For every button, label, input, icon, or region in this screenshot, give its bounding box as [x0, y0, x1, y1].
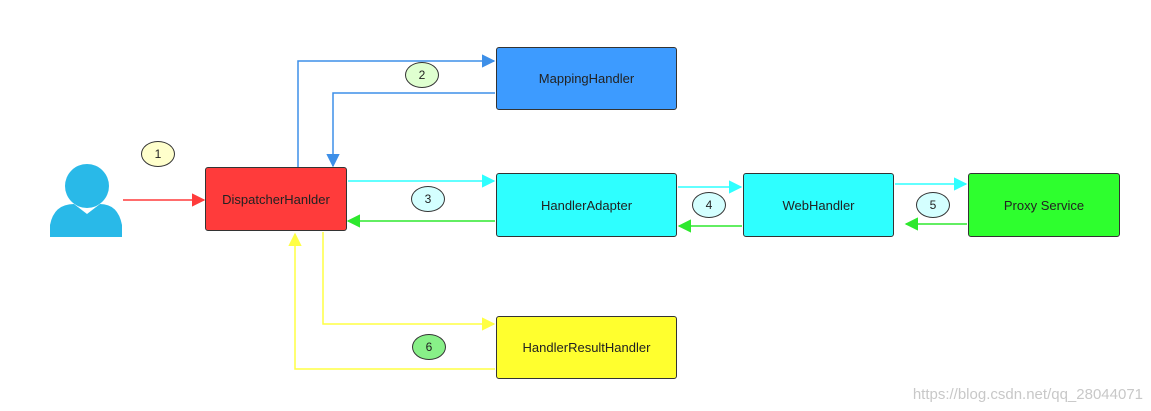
- web-handler-node: WebHandler: [743, 173, 894, 237]
- arrow-from-mapping: [326, 92, 495, 168]
- watermark: https://blog.csdn.net/qq_28044071: [912, 386, 1143, 403]
- handler-result-handler-node: HandlerResultHandler: [496, 316, 677, 379]
- step-badge-2: 2: [405, 62, 439, 88]
- arrow-to-mapping: [297, 54, 496, 167]
- handler-adapter-node: HandlerAdapter: [496, 173, 677, 237]
- arrow-to-result: [322, 232, 496, 331]
- mapping-handler-label: MappingHandler: [538, 71, 635, 86]
- step-badge-1-label: 1: [154, 147, 162, 161]
- step-badge-5: 5: [916, 192, 950, 218]
- handler-result-handler-label: HandlerResultHandler: [522, 340, 651, 355]
- proxy-service-label: Proxy Service: [1003, 197, 1085, 213]
- mapping-handler-node: MappingHandler: [496, 47, 677, 110]
- step-badge-2-label: 2: [418, 68, 426, 82]
- handler-adapter-label: HandlerAdapter: [540, 197, 633, 213]
- dispatcher-handler-label: DispatcherHanlder: [222, 191, 330, 207]
- proxy-service-node: Proxy Service: [968, 173, 1120, 237]
- step-badge-6: 6: [412, 334, 446, 360]
- step-badge-3-label: 3: [424, 192, 432, 206]
- step-badge-4: 4: [692, 192, 726, 218]
- arrow-from-result: [288, 232, 495, 370]
- step-badge-3: 3: [411, 186, 445, 212]
- web-handler-label: WebHandler: [782, 197, 855, 213]
- step-badge-5-label: 5: [929, 198, 937, 212]
- step-badge-1: 1: [141, 141, 175, 167]
- step-badge-4-label: 4: [705, 198, 713, 212]
- dispatcher-handler-node: DispatcherHanlder: [205, 167, 347, 231]
- user-icon: [50, 164, 122, 237]
- step-badge-6-label: 6: [425, 340, 433, 354]
